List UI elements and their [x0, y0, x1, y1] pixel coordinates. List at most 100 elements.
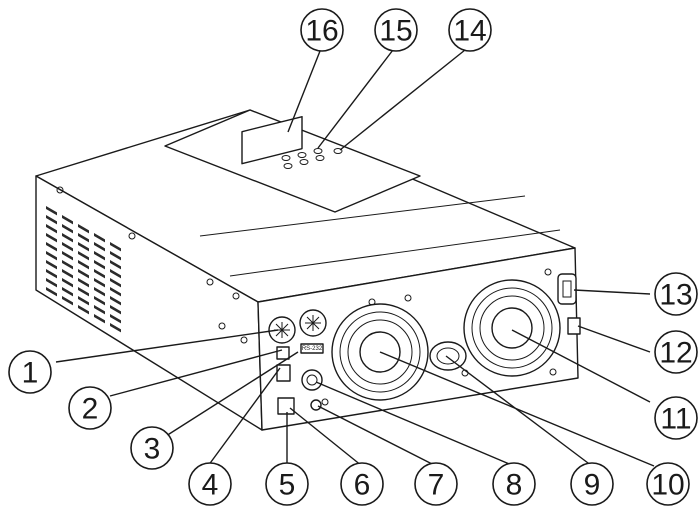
vent-slot	[110, 278, 121, 288]
vent-slot	[94, 251, 105, 261]
battery-cable-gland	[301, 369, 323, 391]
vent-slot	[62, 215, 73, 225]
callout-3: 3	[130, 426, 174, 470]
callout-circle	[8, 350, 52, 394]
vent-slot	[62, 296, 73, 306]
led-indicator	[333, 148, 343, 154]
vent-slot	[46, 277, 57, 288]
vent-slot	[94, 233, 105, 243]
vent-slot	[94, 287, 105, 297]
usb-port	[276, 346, 290, 360]
vent-slot	[46, 206, 57, 216]
callout-circle	[654, 396, 698, 440]
vent-slot	[78, 224, 89, 234]
vent-slot	[94, 305, 105, 315]
vent-slot	[78, 242, 89, 252]
circuit-breaker	[557, 273, 577, 305]
vent-slot	[94, 242, 105, 252]
vent-slot	[110, 305, 121, 315]
vent-slot	[110, 314, 121, 324]
callout-2: 2	[68, 386, 112, 430]
callout-circle	[448, 8, 492, 52]
callout-10: 10	[646, 462, 690, 506]
callout-1: 1	[8, 350, 52, 394]
vent-slot	[46, 259, 57, 270]
callout-circle	[654, 272, 698, 316]
vent-slot	[110, 242, 121, 252]
callout-13: 13	[654, 272, 698, 316]
leader-lines	[55, 45, 655, 467]
callout-circle	[374, 8, 418, 52]
callout-number: 6	[354, 469, 371, 502]
vent-slot	[62, 233, 73, 243]
callout-5: 5	[265, 462, 309, 506]
callout-4: 4	[188, 462, 232, 506]
callout-number: 10	[651, 469, 684, 502]
rs232-label: RS-232	[300, 343, 324, 354]
fan-right	[463, 279, 561, 377]
vent-slot	[78, 251, 89, 261]
vent-slot	[94, 269, 105, 279]
vent-slot	[62, 242, 73, 252]
callout-number: 1	[22, 357, 39, 390]
callout-circle	[300, 8, 344, 52]
callout-number: 7	[428, 469, 445, 502]
lcd-display	[241, 115, 303, 165]
callout-circle	[492, 462, 536, 506]
vent-slot	[78, 233, 89, 243]
callout-circle	[188, 462, 232, 506]
callout-number: 13	[659, 279, 692, 312]
callout-7: 7	[414, 462, 458, 506]
inverter-unit: RS-232	[35, 109, 581, 431]
callout-15: 15	[374, 8, 418, 52]
callout-circle	[130, 426, 174, 470]
ac-input-terminal	[268, 316, 296, 344]
pv-input-gland	[429, 341, 467, 371]
callout-8: 8	[492, 462, 536, 506]
callout-number: 3	[144, 433, 161, 466]
callout-12: 12	[654, 330, 698, 374]
callout-16: 16	[300, 8, 344, 52]
callout-number: 5	[279, 469, 296, 502]
vent-slot	[62, 260, 73, 270]
vent-slot	[110, 287, 121, 297]
vent-slot	[110, 296, 121, 306]
svg-text:RS-232: RS-232	[302, 346, 323, 352]
side-vents	[46, 206, 121, 333]
callout-circle	[414, 462, 458, 506]
callout-number: 12	[659, 337, 692, 370]
vent-slot	[46, 232, 57, 243]
callout-circle	[340, 462, 384, 506]
dry-contact-port	[277, 397, 295, 415]
vent-slot	[62, 269, 73, 279]
vent-slot	[46, 215, 57, 225]
vent-slot	[78, 287, 89, 297]
callout-number: 16	[305, 15, 338, 48]
vent-slot	[78, 305, 89, 315]
grounding-screw	[310, 399, 322, 411]
vent-slot	[62, 251, 73, 261]
vent-slot	[62, 287, 73, 297]
vent-slot	[94, 278, 105, 288]
vent-slot	[110, 251, 121, 261]
vent-slot	[78, 269, 89, 279]
callout-6: 6	[340, 462, 384, 506]
callout-number: 8	[506, 469, 523, 502]
callout-number: 4	[202, 469, 219, 502]
callout-number: 14	[453, 15, 486, 48]
vent-slot	[46, 224, 57, 234]
vent-slot	[46, 241, 57, 252]
callout-9: 9	[570, 462, 614, 506]
callout-14: 14	[448, 8, 492, 52]
vent-slot	[94, 314, 105, 324]
callout-number: 9	[584, 469, 601, 502]
callout-circle	[68, 386, 112, 430]
ac-output-terminal	[299, 309, 327, 337]
vent-slot	[110, 260, 121, 270]
callout-circle	[654, 330, 698, 374]
top-cover	[164, 109, 421, 213]
callout-number: 11	[660, 403, 691, 436]
vent-slot	[62, 278, 73, 288]
vent-slot	[94, 260, 105, 270]
